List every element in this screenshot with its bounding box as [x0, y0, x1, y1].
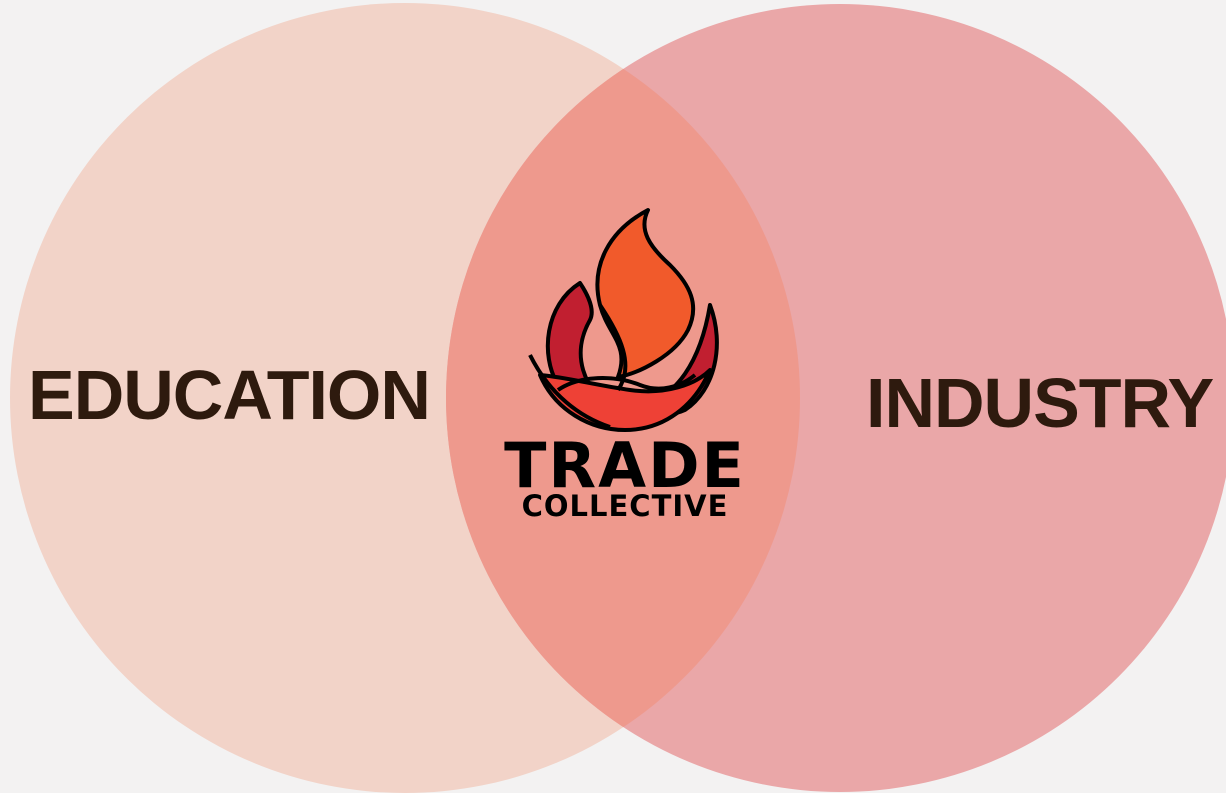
- overlap-region: [446, 4, 800, 792]
- flame-icon: [528, 208, 719, 432]
- logo-text-trade: TRADE: [504, 429, 746, 502]
- industry-label: INDUSTRY: [866, 364, 1214, 442]
- education-label: EDUCATION: [28, 356, 431, 434]
- trade-collective-logo: TRADE COLLECTIVE: [504, 208, 746, 523]
- logo-text-collective: COLLECTIVE: [522, 489, 729, 523]
